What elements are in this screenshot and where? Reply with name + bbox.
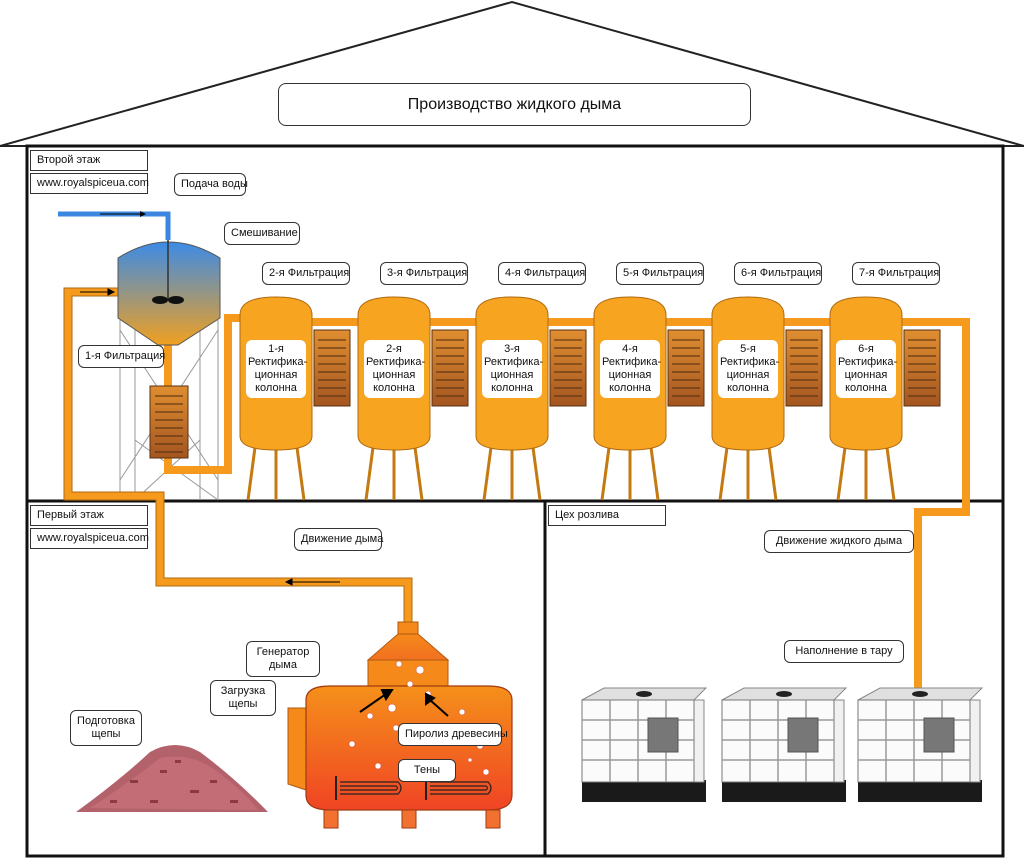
columns-layer [239, 296, 941, 501]
callout-filtration-3: 3-я Фильтрация [380, 262, 468, 285]
water-pipe [58, 211, 171, 240]
wood-chip-pile [76, 745, 268, 812]
pipe-network [64, 288, 970, 690]
filter-1 [149, 385, 189, 459]
callout-pyrolysis: Пиролиз древесины [398, 723, 508, 746]
bottling-shop-label: Цех розлива [548, 505, 666, 526]
callout-filtration-2: 2-я Фильтрация [262, 262, 350, 285]
rectification-column-5 [711, 296, 785, 501]
ibc-tote-1 [581, 687, 708, 802]
callout-water-supply: Подача воды [174, 173, 248, 196]
flow-arrows [80, 288, 340, 586]
filter-2 [313, 329, 351, 407]
callout-chip-loading: Загрузка щепы [210, 680, 276, 716]
first-floor-label: Первый этаж [30, 505, 148, 526]
rectification-column-3 [475, 296, 549, 501]
rectification-column-6 [829, 296, 903, 501]
ibc-tote-3 [857, 687, 984, 802]
callout-generator: Генератор дыма [246, 641, 320, 677]
filter-7 [903, 329, 941, 407]
rectification-column-1 [239, 296, 313, 501]
filter-4 [549, 329, 587, 407]
callout-heaters: Тены [398, 759, 456, 782]
callout-filtration-4: 4-я Фильтрация [498, 262, 586, 285]
callout-mixing: Смешивание [224, 222, 300, 245]
callout-filtration-6: 6-я Фильтрация [734, 262, 822, 285]
rectification-column-4 [593, 296, 667, 501]
first-floor-site: www.royalspiceua.com [30, 528, 149, 549]
page-title: Производство жидкого дыма [278, 83, 751, 126]
filter-5 [667, 329, 705, 407]
mixer-tank [117, 240, 221, 346]
rectification-column-2 [357, 296, 431, 501]
callout-filtration-5: 5-я Фильтрация [616, 262, 704, 285]
callout-filter-1: 1-я Фильтрация [78, 345, 165, 368]
totes-layer [581, 687, 984, 802]
callout-liquid-smoke-movement: Движение жидкого дыма [764, 530, 914, 553]
second-floor-site: www.royalspiceua.com [30, 173, 149, 194]
callout-filtration-7: 7-я Фильтрация [852, 262, 940, 285]
pipe-outline [63, 287, 413, 625]
ibc-tote-2 [721, 687, 848, 802]
callout-filling: Наполнение в тару [784, 640, 904, 663]
filter-6 [785, 329, 823, 407]
filter-3 [431, 329, 469, 407]
callout-smoke-movement: Движение дыма [294, 528, 383, 551]
second-floor-label: Второй этаж [30, 150, 148, 171]
callout-chip-prep: Подготовка щепы [70, 710, 142, 746]
